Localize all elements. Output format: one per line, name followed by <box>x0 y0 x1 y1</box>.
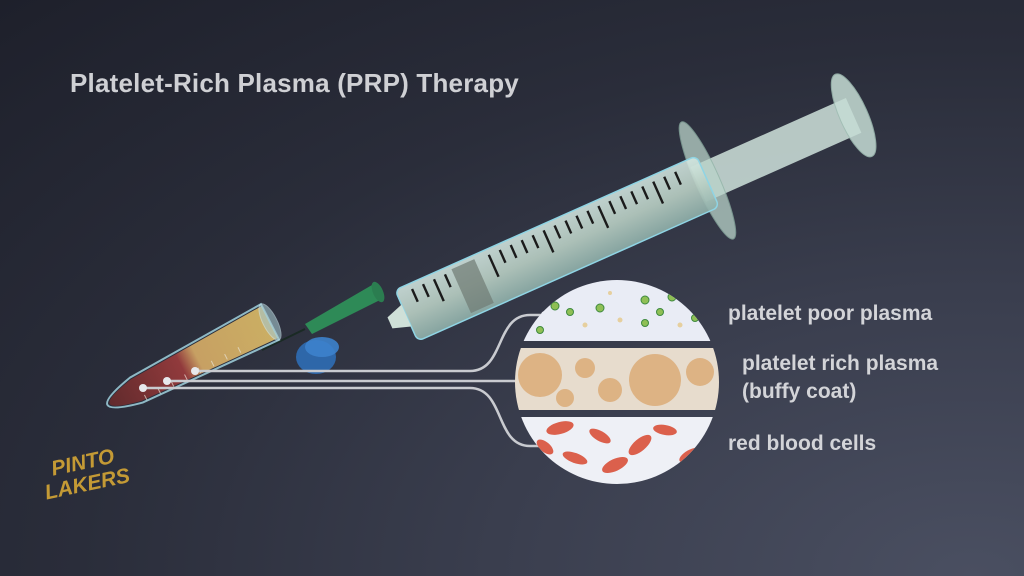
red-blood-cell-layer <box>515 417 719 484</box>
label-platelet-rich-line1: platelet rich plasma <box>742 352 939 375</box>
label-platelet-poor-plasma: platelet poor plasma <box>728 302 933 325</box>
syringe <box>387 73 877 340</box>
needle-hub <box>261 281 385 351</box>
page-title: Platelet-Rich Plasma (PRP) Therapy <box>70 68 519 98</box>
label-platelet-rich-line2: (buffy coat) <box>742 380 857 403</box>
centrifuge-tube <box>106 302 282 409</box>
magnified-blood-layers <box>515 280 719 484</box>
tube-cap <box>296 337 339 374</box>
connector-lines <box>143 313 545 448</box>
label-platelet-rich-plasma: platelet rich plasma (buffy coat) <box>742 350 938 406</box>
label-red-blood-cells: red blood cells <box>728 432 877 455</box>
